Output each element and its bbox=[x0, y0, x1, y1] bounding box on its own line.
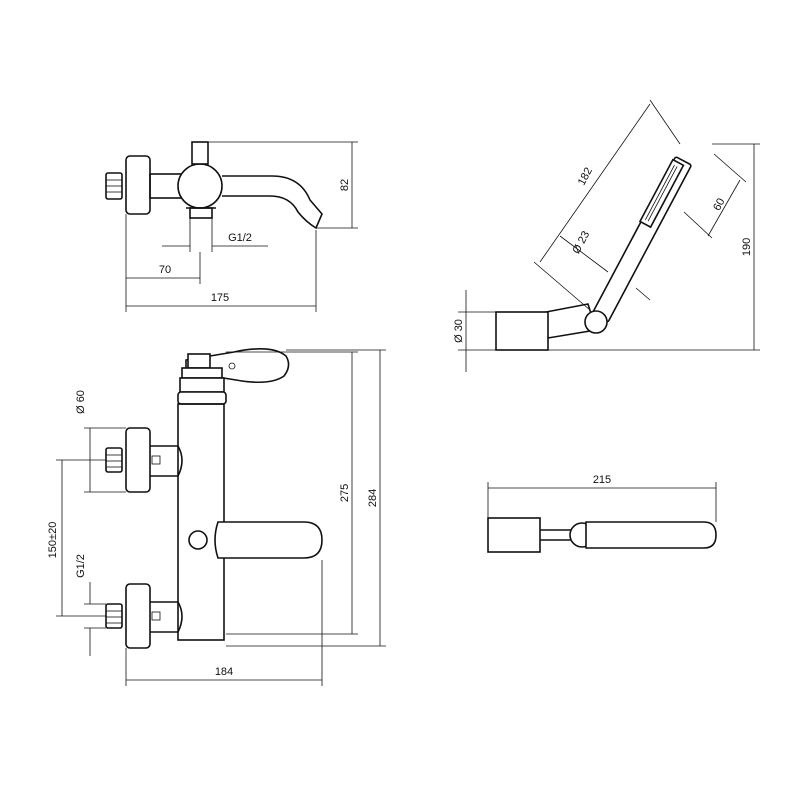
dim-top-height: 82 bbox=[339, 179, 351, 191]
dim-shower-height: 190 bbox=[741, 238, 753, 256]
dim-front-height-inner: 275 bbox=[339, 484, 351, 502]
top-view: 82 G1/2 70 175 bbox=[105, 141, 358, 312]
dim-shower-head-width: 60 bbox=[711, 196, 727, 212]
dim-front-height-outer: 284 bbox=[367, 489, 379, 507]
dim-front-width: 184 bbox=[215, 666, 233, 678]
hand-shower-plan: 215 bbox=[487, 474, 717, 553]
hand-shower-side: 182 Ø 23 60 190 Ø 30 bbox=[453, 99, 760, 372]
dim-shower-plan-length: 215 bbox=[593, 474, 611, 486]
dim-shower-handle-dia: Ø 23 bbox=[570, 229, 592, 256]
dim-top-thread: G1/2 bbox=[228, 232, 252, 244]
front-view: Ø 60 150±20 G1/2 275 284 184 bbox=[47, 348, 386, 686]
dim-center-distance: 150±20 bbox=[47, 522, 59, 559]
dim-top-offset: 70 bbox=[159, 264, 171, 276]
dim-top-length: 175 bbox=[211, 292, 229, 304]
dim-shower-length: 182 bbox=[576, 166, 595, 188]
dim-inlet-dia: Ø 60 bbox=[75, 390, 87, 414]
dim-holder-dia: Ø 30 bbox=[453, 319, 465, 343]
dim-front-thread: G1/2 bbox=[75, 554, 87, 578]
